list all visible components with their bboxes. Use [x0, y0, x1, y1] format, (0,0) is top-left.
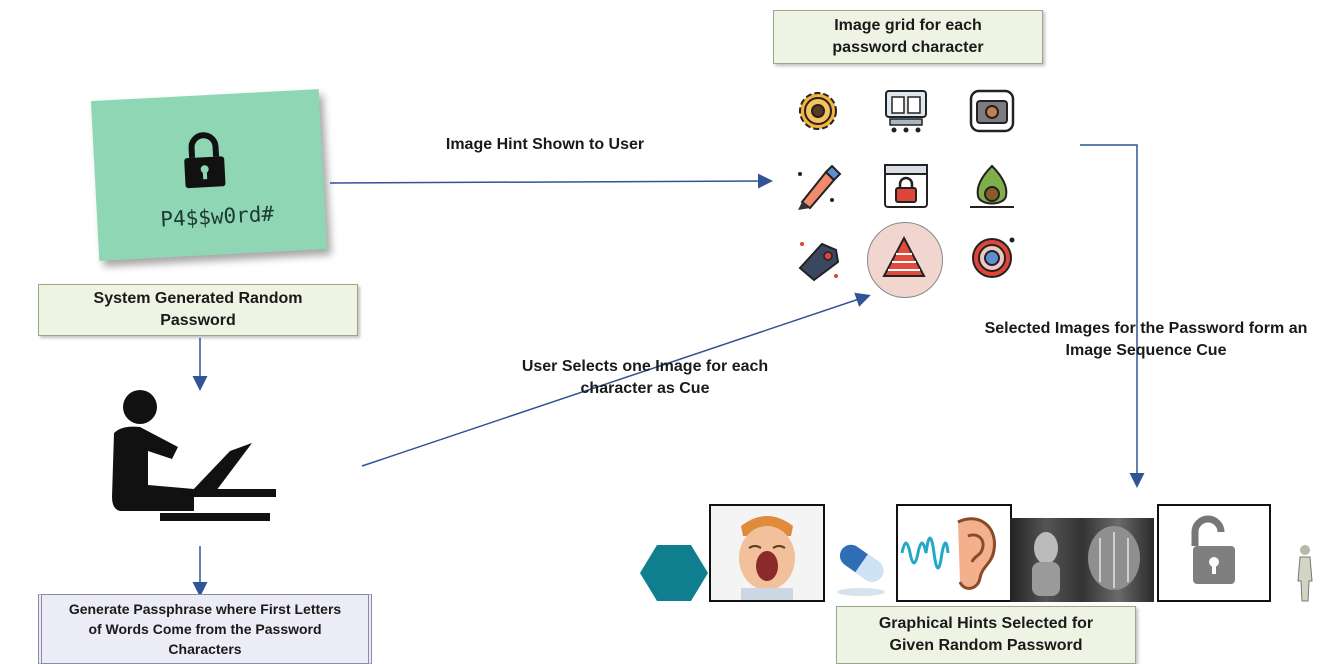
system-generated-password-box: System Generated Random Password: [38, 284, 358, 336]
hexagon-shape: [640, 545, 708, 601]
arrow-hint-to-grid: [329, 173, 773, 189]
pen-icon: [798, 164, 842, 210]
tag-icon: [798, 242, 840, 282]
book-device-icon: [885, 90, 927, 133]
arrow-grid-to-sequence: [1080, 144, 1145, 488]
xray-images: [1010, 518, 1154, 602]
figure-statue-image: [1297, 545, 1313, 602]
locked-window-icon: [884, 164, 928, 208]
target-icon: [972, 237, 1015, 278]
graphical-hints-box: Graphical Hints Selected for Given Rando…: [836, 606, 1136, 664]
password-sticky-note: P4$$w0rd#: [90, 89, 328, 261]
password-text: P4$$w0rd#: [159, 201, 275, 232]
gear-icon: [799, 92, 837, 130]
avocado-icon: [970, 164, 1014, 208]
image-grid-title-box: Image grid for each password character: [773, 10, 1043, 64]
pyramid-icon: [882, 235, 926, 277]
arrow-user-to-grid: [361, 292, 871, 467]
user-selects-label: User Selects one Image for each characte…: [521, 358, 769, 397]
unlocked-padlock-image: [1157, 504, 1271, 602]
padlock-icon: [184, 132, 226, 189]
user-at-laptop-icon: [112, 390, 276, 521]
capsule-pill-image: [837, 544, 885, 596]
camera-icon: [969, 89, 1015, 133]
image-hint-label: Image Hint Shown to User: [445, 136, 645, 153]
ear-soundwave-image: [896, 504, 1012, 602]
passphrase-box: Generate Passphrase where First Letters …: [38, 594, 372, 664]
selected-images-label: Selected Images for the Password form an…: [984, 320, 1308, 359]
yawning-child-photo: [709, 504, 825, 602]
